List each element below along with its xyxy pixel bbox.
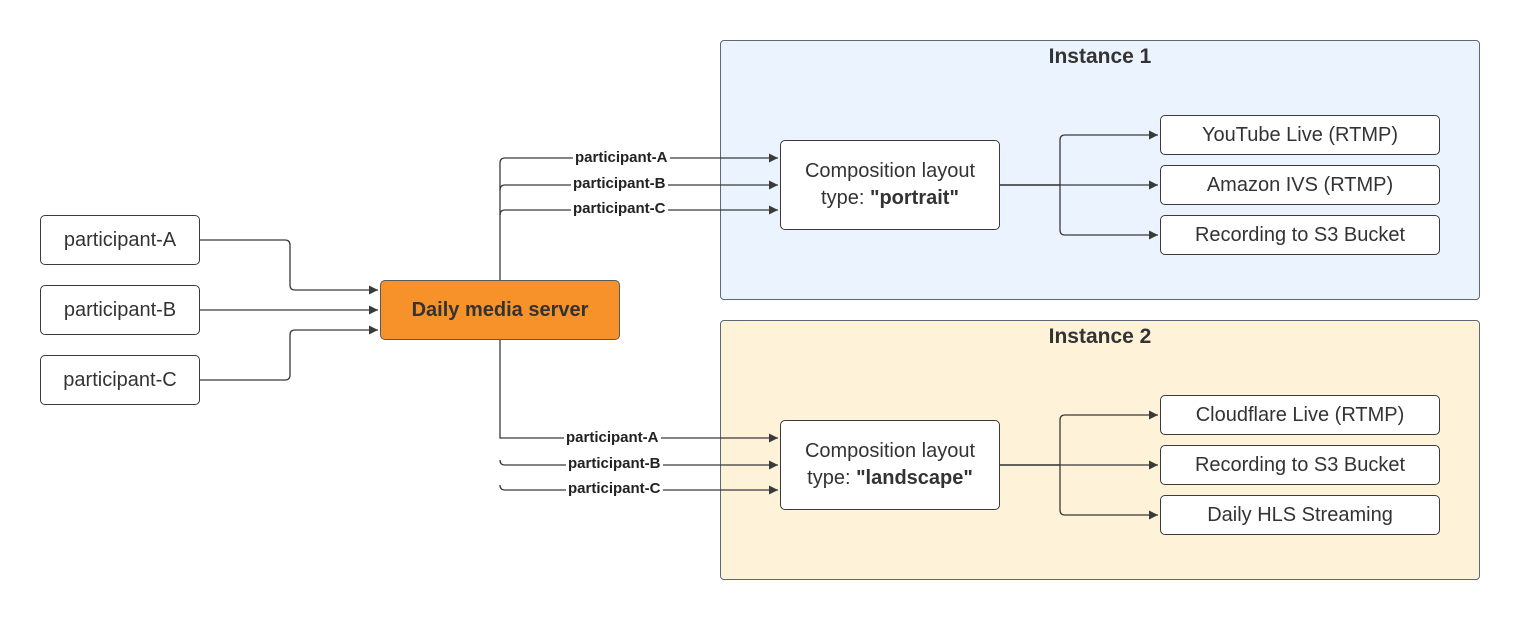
instance-2-title: Instance 2 bbox=[1048, 325, 1152, 348]
edge-server-to-comp1-c bbox=[499, 205, 778, 216]
output-youtube-live-label: YouTube Live (RTMP) bbox=[1201, 123, 1398, 146]
composition-landscape-type-prefix: type: bbox=[807, 467, 857, 489]
instance-1-title: Instance 1 bbox=[1048, 45, 1152, 68]
output-amazon-ivs-label: Amazon IVS (RTMP) bbox=[1206, 173, 1394, 196]
composition-portrait-type-prefix: type: bbox=[821, 187, 870, 209]
edge-participant-a-to-server bbox=[200, 239, 378, 295]
output-amazon-ivs: Amazon IVS (RTMP) bbox=[1160, 165, 1440, 205]
participant-c-node: participant-C bbox=[40, 355, 200, 405]
composition-portrait-line1: Composition layout bbox=[804, 160, 976, 182]
edge-server-to-comp1-b bbox=[499, 180, 778, 191]
daily-media-server-node: Daily media server bbox=[380, 280, 620, 340]
participant-c-label: participant-C bbox=[63, 368, 177, 391]
output-recording-s3-2: Recording to S3 Bucket bbox=[1160, 445, 1440, 485]
participant-a-node: participant-A bbox=[40, 215, 200, 265]
output-youtube-live: YouTube Live (RTMP) bbox=[1160, 115, 1440, 155]
output-cloudflare-live-label: Cloudflare Live (RTMP) bbox=[1195, 403, 1405, 426]
output-cloudflare-live: Cloudflare Live (RTMP) bbox=[1160, 395, 1440, 435]
edge-comp1-to-output-1 bbox=[1000, 130, 1158, 186]
comp1-edge-label-a: participant-A bbox=[573, 149, 670, 166]
output-recording-s3-2-label: Recording to S3 Bucket bbox=[1194, 453, 1406, 476]
comp2-edge-label-c: participant-C bbox=[566, 480, 663, 497]
edge-comp2-to-output-3 bbox=[1000, 464, 1158, 520]
comp1-edge-label-b: participant-B bbox=[571, 175, 668, 192]
composition-landscape-node: Composition layout type: "landscape" bbox=[780, 420, 1000, 510]
composition-landscape-type-value: "landscape" bbox=[856, 467, 973, 489]
edge-participant-c-to-server bbox=[200, 325, 378, 381]
participant-b-label: participant-B bbox=[63, 298, 177, 321]
composition-portrait-type-value: "portrait" bbox=[869, 187, 959, 209]
participant-a-label: participant-A bbox=[63, 228, 177, 251]
output-recording-s3-1-label: Recording to S3 Bucket bbox=[1194, 223, 1406, 246]
output-daily-hls: Daily HLS Streaming bbox=[1160, 495, 1440, 535]
edge-server-to-comp2-a bbox=[499, 340, 778, 443]
composition-portrait-node: Composition layout type: "portrait" bbox=[780, 140, 1000, 230]
composition-portrait-type: type: "portrait" bbox=[821, 185, 959, 212]
edge-server-to-comp2-c bbox=[499, 484, 778, 495]
output-daily-hls-label: Daily HLS Streaming bbox=[1207, 503, 1393, 526]
comp2-edge-label-b: participant-B bbox=[566, 455, 663, 472]
edge-comp2-to-output-1 bbox=[1000, 410, 1158, 466]
composition-landscape-type: type: "landscape" bbox=[807, 465, 973, 492]
participant-b-node: participant-B bbox=[40, 285, 200, 335]
comp2-edge-label-a: participant-A bbox=[564, 429, 661, 446]
comp1-edge-label-c: participant-C bbox=[571, 200, 668, 217]
edge-comp1-to-output-3 bbox=[1000, 184, 1158, 240]
composition-landscape-line1: Composition layout bbox=[804, 440, 976, 462]
daily-media-server-label: Daily media server bbox=[411, 298, 589, 321]
output-recording-s3-1: Recording to S3 Bucket bbox=[1160, 215, 1440, 255]
edge-server-to-comp2-b bbox=[499, 459, 778, 470]
edge-server-to-comp1-a bbox=[499, 153, 778, 280]
